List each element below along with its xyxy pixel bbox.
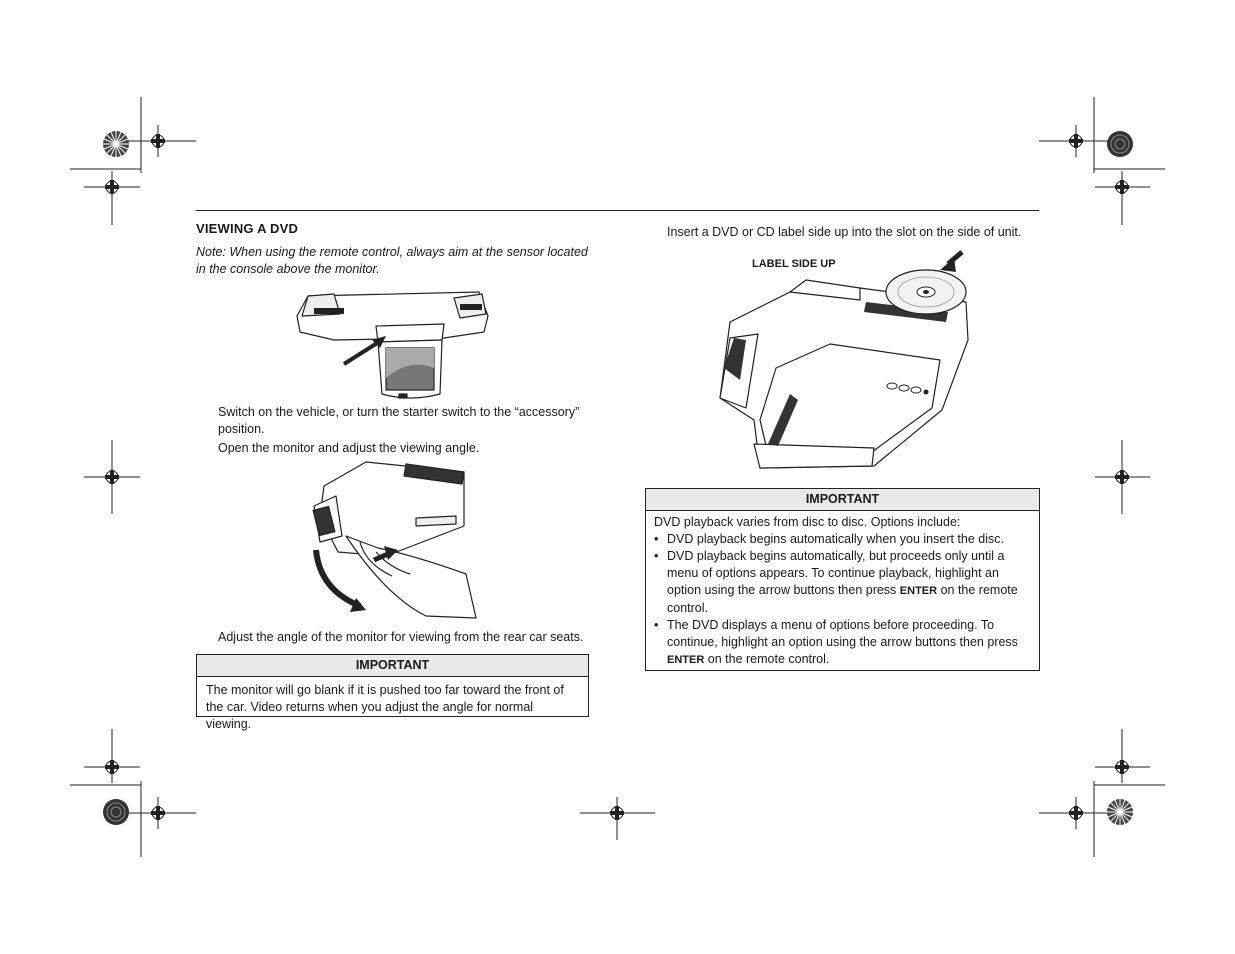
bullet: • — [654, 549, 659, 563]
insert-disc-illustration — [719, 250, 969, 469]
step-switch-on: Switch on the vehicle, or turn the start… — [218, 405, 580, 436]
important-heading: IMPORTANT — [197, 655, 588, 677]
list-item-text: The DVD displays a menu of options befor… — [667, 618, 1018, 649]
list-item-text: on the remote control. — [707, 652, 830, 666]
enter-key-label: ENTER — [667, 654, 705, 666]
remote-note: Note: When using the remote control, alw… — [196, 245, 588, 276]
list-item: • DVD playback begins automatically, but… — [654, 548, 1031, 617]
bullet: • — [654, 618, 659, 632]
playback-options-list: • DVD playback begins automatically when… — [654, 531, 1031, 669]
section-title: VIEWING A DVD — [196, 221, 299, 236]
important-text: The monitor will go blank if it is pushe… — [206, 683, 564, 731]
header-rule — [196, 210, 1039, 211]
step-open-monitor: Open the monitor and adjust the viewing … — [218, 441, 480, 455]
step-adjust-angle: Adjust the angle of the monitor for view… — [218, 630, 584, 644]
list-item-text: DVD playback begins automatically, but p… — [667, 549, 1005, 597]
list-item-text: on the remote control. — [667, 583, 1018, 615]
bullet: • — [654, 532, 659, 546]
enter-key-label: ENTER — [899, 585, 938, 597]
list-item: • The DVD displays a menu of options bef… — [654, 617, 1031, 669]
list-item-text: DVD playback begins automatically when y… — [667, 532, 1004, 546]
step-insert-disc: Insert a DVD or CD label side up into th… — [667, 225, 1022, 239]
open-monitor-illustration — [312, 461, 477, 619]
list-item: • DVD playback begins automatically when… — [654, 531, 1031, 548]
label-side-up-caption: LABEL SIDE UP — [752, 258, 836, 270]
important-heading: IMPORTANT — [646, 489, 1039, 511]
console-sensor-illustration — [296, 291, 489, 399]
important-note-right: IMPORTANT DVD playback varies from disc … — [645, 488, 1040, 671]
important-note-left: IMPORTANT The monitor will go blank if i… — [196, 654, 589, 731]
playback-intro: DVD playback varies from disc to disc. O… — [654, 515, 961, 529]
